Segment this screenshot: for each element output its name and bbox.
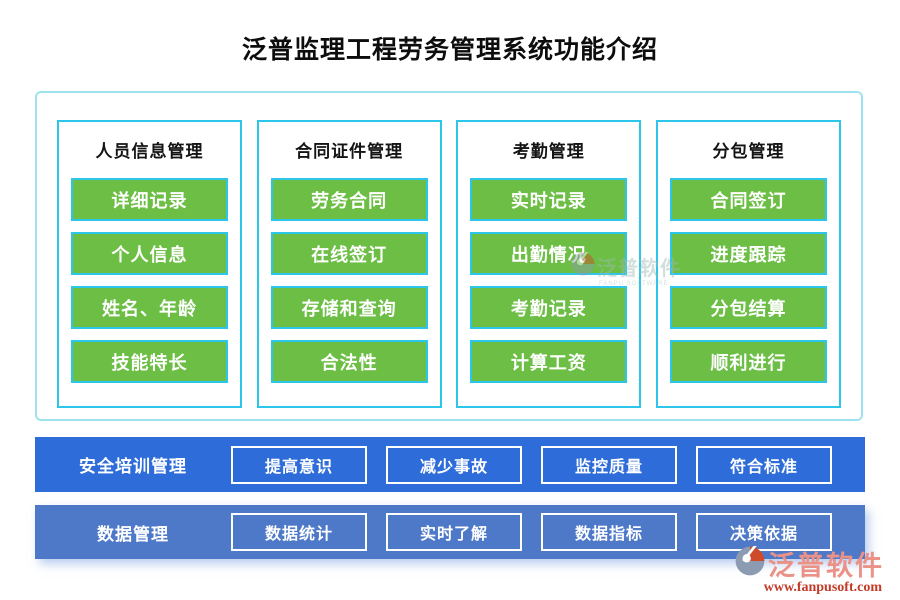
feature-button[interactable]: 进度跟踪 — [669, 232, 827, 275]
feature-button[interactable]: 考勤记录 — [470, 286, 628, 329]
feature-button[interactable]: 技能特长 — [71, 340, 228, 383]
brand-logo: 泛普软件 www.fanpusoft.com — [735, 543, 884, 596]
safety-training-band: 安全培训管理 提高意识 减少事故 监控质量 符合标准 — [35, 437, 865, 492]
feature-button[interactable]: 合法性 — [270, 340, 428, 383]
feature-button[interactable]: 详细记录 — [71, 178, 228, 221]
module-title: 分包管理 — [712, 142, 785, 161]
feature-button[interactable]: 个人信息 — [71, 232, 228, 275]
tag-button[interactable]: 实时了解 — [386, 513, 522, 551]
feature-button[interactable]: 姓名、年龄 — [71, 286, 228, 329]
band-label: 安全培训管理 — [79, 457, 187, 476]
tag-button[interactable]: 数据统计 — [231, 513, 367, 551]
module-card-contract-certificates: 合同证件管理 劳务合同 在线签订 存储和查询 合法性 — [256, 120, 442, 408]
fanpu-logo-icon — [735, 543, 765, 581]
tag-button[interactable]: 符合标准 — [696, 445, 832, 484]
band-label: 数据管理 — [97, 524, 169, 544]
tag-button[interactable]: 提高意识 — [231, 445, 367, 484]
feature-button[interactable]: 合同签订 — [669, 178, 827, 221]
module-title: 考勤管理 — [512, 142, 585, 161]
module-card-personnel-info: 人员信息管理 详细记录 个人信息 姓名、年龄 技能特长 — [57, 120, 242, 408]
feature-button[interactable]: 出勤情况 — [470, 232, 628, 275]
feature-button[interactable]: 在线签订 — [270, 232, 428, 275]
modules-panel: 人员信息管理 详细记录 个人信息 姓名、年龄 技能特长 合同证件管理 劳务合同 … — [35, 91, 863, 421]
feature-button[interactable]: 实时记录 — [470, 178, 628, 221]
tag-button[interactable]: 决策依据 — [696, 513, 832, 551]
feature-button[interactable]: 顺利进行 — [669, 340, 827, 383]
tag-button[interactable]: 数据指标 — [541, 513, 677, 551]
module-card-attendance: 考勤管理 实时记录 出勤情况 考勤记录 计算工资 — [456, 120, 642, 408]
feature-button[interactable]: 劳务合同 — [270, 178, 428, 221]
page-title: 泛普监理工程劳务管理系统功能介绍 — [241, 36, 658, 64]
module-title: 人员信息管理 — [95, 142, 204, 161]
feature-button[interactable]: 存储和查询 — [270, 286, 428, 329]
tag-button[interactable]: 减少事故 — [386, 445, 522, 484]
module-card-subcontract: 分包管理 合同签订 进度跟踪 分包结算 顺利进行 — [655, 120, 841, 408]
feature-button[interactable]: 计算工资 — [470, 340, 628, 383]
tag-button[interactable]: 监控质量 — [541, 445, 677, 484]
brand-name: 泛普软件 — [768, 551, 884, 581]
feature-button[interactable]: 分包结算 — [669, 286, 827, 329]
module-title: 合同证件管理 — [295, 142, 404, 161]
data-management-band: 数据管理 数据统计 实时了解 数据指标 决策依据 — [35, 505, 865, 559]
brand-url: www.fanpusoft.com — [763, 580, 882, 595]
